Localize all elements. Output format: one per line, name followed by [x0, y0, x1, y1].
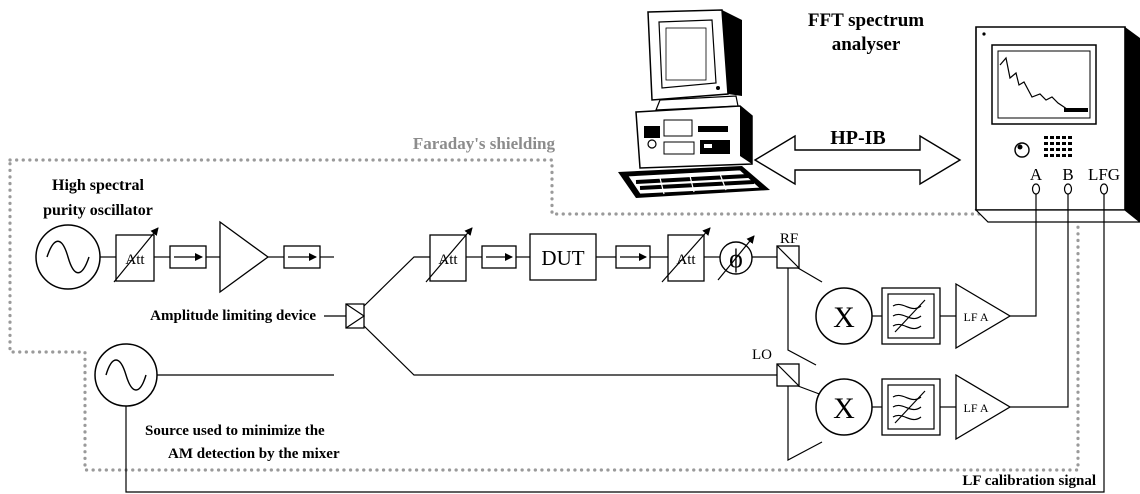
- attenuator-1-label: Att: [125, 252, 145, 268]
- dut-box: DUT: [529, 233, 597, 281]
- port-lfg-label: LFG: [1088, 165, 1120, 184]
- attenuator-3: Att: [661, 227, 711, 283]
- computer-icon: [618, 9, 770, 198]
- port-a-label: A: [1030, 165, 1043, 184]
- mixer-icon: X: [815, 287, 873, 345]
- keypad: [1044, 136, 1072, 157]
- lf-amplifier-2-label: LF A: [963, 401, 988, 415]
- attenuator-1: Att: [113, 227, 159, 283]
- faraday-label: Faraday's shielding: [413, 134, 556, 153]
- splitter-icon: [345, 303, 366, 329]
- oscillator-label-line1: High spectral: [52, 177, 145, 194]
- lf-calibration-label: LF calibration signal: [962, 473, 1096, 489]
- mixer-2-symbol: X: [833, 392, 855, 425]
- lf-amplifier-2: LF A: [955, 373, 1012, 441]
- filter-2-icon: [881, 378, 941, 436]
- rf-label: RF: [780, 231, 798, 247]
- isolator-4-icon: [615, 245, 651, 269]
- source-label-line2: AM detection by the mixer: [168, 446, 340, 462]
- faraday-shielding: Faraday's shielding: [8, 134, 1080, 472]
- hybrid-coupler-lo-icon: [776, 363, 800, 387]
- mixer-2-icon: X: [815, 378, 873, 436]
- filter-icon: [881, 287, 941, 345]
- wiring: [100, 194, 1105, 493]
- lo-source-oscillator-icon: [94, 343, 158, 407]
- isolator-3-icon: [481, 245, 517, 269]
- oscillator-icon: [35, 224, 101, 290]
- oscillator-label-line2: purity oscillator: [43, 202, 153, 219]
- lo-label: LO: [752, 347, 772, 363]
- hybrid-coupler-rf-icon: [776, 245, 800, 269]
- attenuator-3-label: Att: [676, 252, 696, 268]
- hpib-link: HP-IB: [753, 127, 962, 186]
- amplifier-icon: [219, 220, 270, 294]
- port-a-connector: [1031, 183, 1041, 195]
- attenuator-2: Att: [425, 227, 473, 283]
- port-lfg-connector: [1099, 183, 1109, 195]
- isolator-icon: [169, 245, 207, 269]
- amplitude-limiting-label: Amplitude limiting device: [150, 308, 316, 324]
- isolator-2-icon: [283, 245, 321, 269]
- port-b-label: B: [1062, 165, 1073, 184]
- lf-amplifier-1: LF A: [955, 282, 1012, 350]
- attenuator-2-label: Att: [438, 252, 458, 268]
- spectrum-analyser-icon: A B LFG: [974, 26, 1140, 223]
- dut-label: DUT: [541, 246, 584, 270]
- hpib-label: HP-IB: [830, 127, 886, 149]
- phase-shifter-icon: ϕ: [717, 235, 755, 281]
- fft-title-line1: FFT spectrum: [808, 10, 924, 31]
- mixer-1-symbol: X: [833, 301, 855, 334]
- port-b-connector: [1063, 183, 1073, 195]
- source-label-line1: Source used to minimize the: [145, 423, 325, 439]
- fft-title-line2: analyser: [832, 34, 901, 55]
- lf-amplifier-1-label: LF A: [963, 310, 988, 324]
